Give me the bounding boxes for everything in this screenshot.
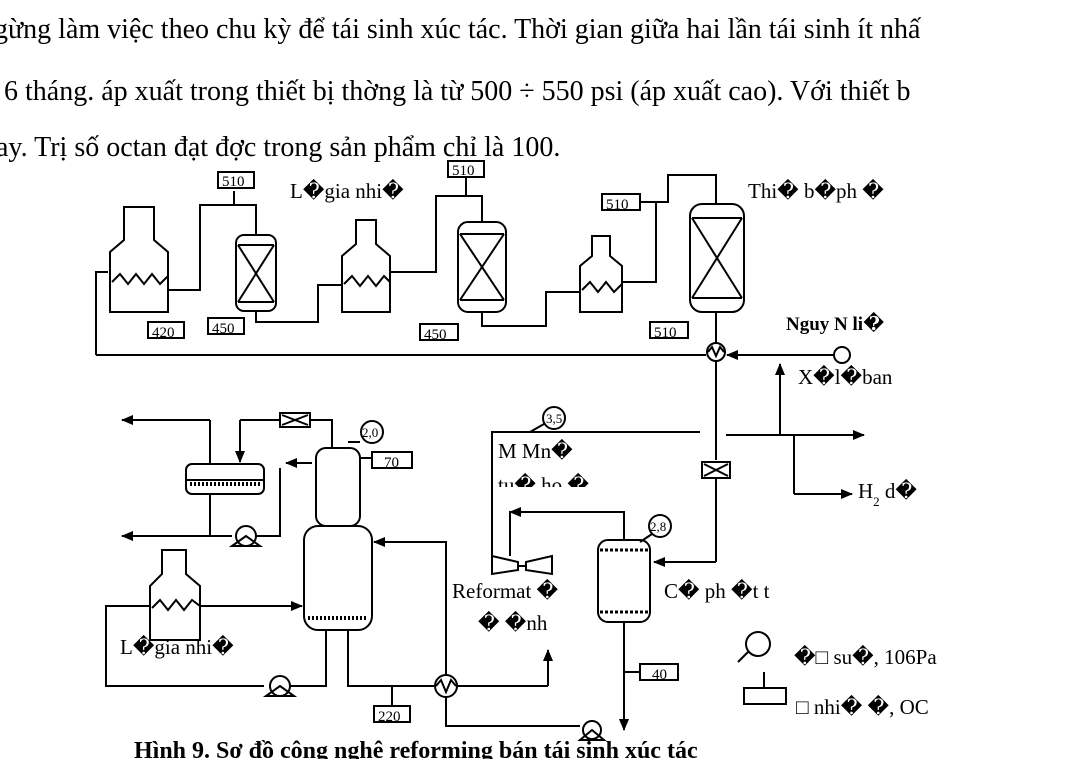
svg-text:220: 220	[378, 709, 401, 725]
reflux-drum	[185, 463, 265, 495]
label-separator: C� ph �t t	[664, 578, 770, 603]
paragraph-line-3: ay. Trị số octan đạt đợc trong sản phẩm …	[0, 132, 561, 163]
furnace-2	[341, 219, 391, 313]
pressure-gauge-1: 2,0	[360, 420, 384, 444]
temp-tag-9: 40	[639, 663, 679, 683]
stabilizer-column	[303, 447, 373, 631]
pump-2	[262, 675, 298, 697]
furnace-4	[149, 549, 201, 641]
reactor-2	[457, 221, 507, 313]
temp-tag-4: 420	[147, 321, 185, 341]
svg-text:510: 510	[654, 325, 677, 341]
feed-pressure-gauge	[833, 346, 851, 364]
compressor	[491, 554, 553, 576]
svg-text:70: 70	[384, 455, 399, 471]
pump-3	[577, 720, 607, 741]
label-reformate-2: � �nh	[478, 610, 548, 635]
temp-tag-1: 510	[217, 171, 255, 190]
label-furnace-top: L�gia nhi�	[290, 178, 404, 203]
valve-right	[701, 461, 731, 479]
furnace-1	[109, 206, 169, 313]
legend-pressure-symbol	[737, 631, 771, 663]
svg-text:2,0: 2,0	[362, 425, 378, 440]
separator-vessel	[597, 539, 651, 623]
temp-tag-10: 220	[373, 705, 411, 725]
valve-top-left	[279, 412, 311, 428]
temp-tag-8: 70	[371, 451, 413, 471]
legend-temperature-symbol	[743, 672, 787, 705]
svg-text:40: 40	[652, 667, 667, 683]
pressure-gauge-3: 2,8	[648, 514, 672, 538]
legend-pressure-label: �□ su�, 106Pa	[794, 644, 937, 669]
svg-text:3,5: 3,5	[546, 411, 562, 426]
label-reactor: Thi� b�ph �	[748, 178, 884, 203]
heat-exchanger-bottom	[434, 674, 458, 698]
label-furnace-bottom: L�gia nhi�	[120, 634, 234, 659]
label-feed: Nguy N li�	[786, 311, 884, 335]
pump-1	[228, 525, 264, 547]
label-fuel-gas-1: M Mn�	[498, 438, 573, 463]
svg-text:510: 510	[452, 163, 475, 179]
temp-tag-3: 510	[601, 193, 641, 213]
legend-temperature-label: □ nhi� �, OC	[796, 694, 929, 719]
paragraph-line-1: gừng làm việc theo chu kỳ để tái sinh xú…	[0, 14, 921, 45]
paragraph-line-2: 6 tháng. áp xuất trong thiết bị thờng là…	[4, 76, 911, 107]
reactor-3	[689, 203, 745, 313]
temp-tag-5: 450	[207, 317, 245, 337]
label-reformate-1: Reformat �	[452, 578, 559, 603]
temp-tag-7: 510	[649, 321, 689, 341]
svg-text:510: 510	[222, 174, 245, 190]
label-naphtha-out: X�l�ban	[798, 364, 893, 389]
temp-tag-6: 450	[419, 323, 459, 343]
heat-exchanger-main	[706, 342, 726, 362]
svg-text:2,8: 2,8	[650, 519, 666, 534]
svg-text:510: 510	[606, 197, 629, 213]
label-fuel-gas-2: tu� ho �	[498, 472, 589, 497]
temp-tag-2: 510	[447, 160, 485, 179]
svg-text:450: 450	[424, 327, 447, 343]
svg-text:450: 450	[212, 321, 235, 337]
label-h2: H2 d�	[858, 478, 917, 509]
pressure-gauge-2: 3,5	[542, 406, 566, 430]
furnace-3	[579, 235, 623, 313]
reactor-1	[235, 234, 277, 312]
svg-text:420: 420	[152, 325, 175, 341]
figure-caption: Hình 9. Sơ đồ công nghệ reforming bán tá…	[134, 738, 698, 759]
